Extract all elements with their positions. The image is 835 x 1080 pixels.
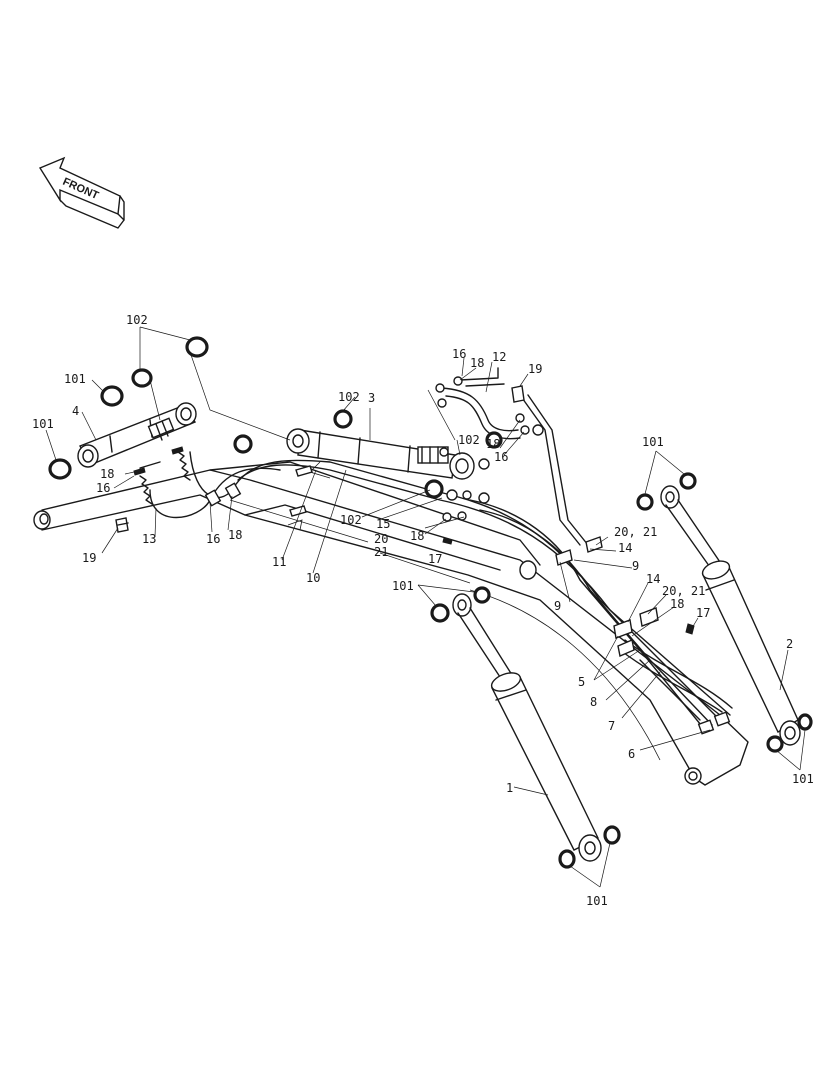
callout-16: 16 [206, 532, 220, 546]
front-arrow-icon: FRONT [38, 156, 125, 229]
callout-18: 18 [228, 528, 242, 542]
callout-4: 4 [72, 404, 79, 418]
callout-7: 7 [608, 719, 615, 733]
callout-15: 15 [376, 517, 390, 531]
callout-101: 101 [32, 417, 54, 431]
callout-18: 18 [486, 437, 500, 451]
callout-102: 102 [340, 513, 362, 527]
callout-20-21: 20, 21 [614, 525, 657, 539]
callout-12: 12 [492, 350, 506, 364]
callout-1: 1 [506, 781, 513, 795]
callout-18: 18 [410, 529, 424, 543]
hardware [115, 376, 544, 533]
callout-9: 9 [554, 599, 561, 613]
callout-14: 14 [618, 541, 632, 555]
callout-20: 20 [374, 532, 388, 546]
callout-18: 18 [670, 597, 684, 611]
callout-13: 13 [142, 532, 156, 546]
callout-102: 102 [458, 433, 480, 447]
callout-16: 16 [452, 347, 466, 361]
callout-9: 9 [632, 559, 639, 573]
callout-3: 3 [368, 391, 375, 405]
callout-16: 16 [494, 450, 508, 464]
o-rings [48, 336, 813, 869]
callout-101: 101 [642, 435, 664, 449]
hydraulic-lines [149, 367, 733, 735]
callout-21: 21 [374, 545, 388, 559]
callout-8: 8 [590, 695, 597, 709]
callout-10: 10 [306, 571, 320, 585]
callout-2: 2 [786, 637, 793, 651]
callout-17: 17 [696, 606, 710, 620]
callout-101: 101 [792, 772, 814, 786]
callout-102: 102 [338, 390, 360, 404]
callout-18: 18 [470, 356, 484, 370]
callout-5: 5 [578, 675, 585, 689]
callout-11: 11 [272, 555, 286, 569]
callout-16: 16 [96, 481, 110, 495]
callout-101: 101 [64, 372, 86, 386]
boom [33, 461, 749, 786]
callout-20-21: 20, 21 [662, 584, 705, 598]
cylinder-4 [77, 402, 197, 468]
callout-101: 101 [586, 894, 608, 908]
callout-18: 18 [100, 467, 114, 481]
callout-6: 6 [628, 747, 635, 761]
callout-101: 101 [392, 579, 414, 593]
callout-19: 19 [528, 362, 542, 376]
callout-labels: 102 101 4 101 18 16 19 13 16 18 11 10 10… [32, 313, 814, 908]
cylinder-1 [452, 593, 602, 862]
callout-14: 14 [646, 572, 660, 586]
leader-lines [45, 326, 806, 888]
callout-17: 17 [428, 552, 442, 566]
cylinder-3 [286, 428, 490, 480]
callout-19: 19 [82, 551, 96, 565]
callout-102: 102 [126, 313, 148, 327]
